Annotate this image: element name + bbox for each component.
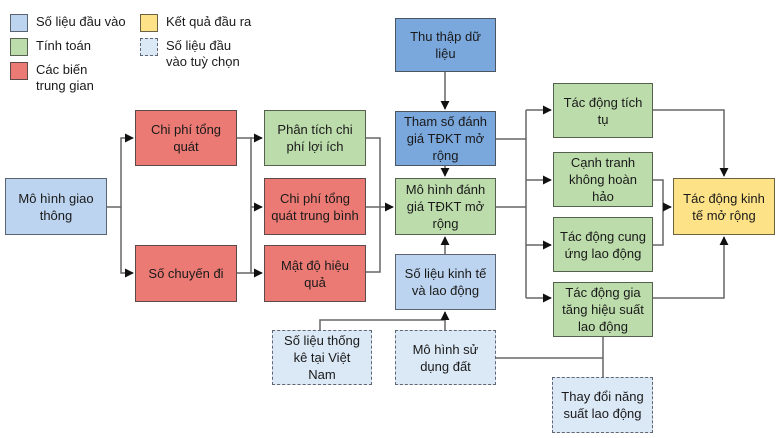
node-transport-model: Mô hình giao thông xyxy=(5,178,107,235)
node-cost-benefit: Phân tích chi phí lợi ích xyxy=(264,110,366,166)
node-label: Cạnh tranh không hoàn hảo xyxy=(569,155,637,204)
node-label: Chi phí tổng quát trung bình xyxy=(271,190,359,223)
legend-swatch-output xyxy=(140,14,158,32)
node-label: Mô hình giao thông xyxy=(18,190,94,223)
node-wider-economic-impacts: Tác động kinh tế mở rộng xyxy=(673,178,775,235)
node-wei-model: Mô hình đánh giá TĐKT mở rộng xyxy=(395,178,496,235)
legend-output: Kết quả đầu ra xyxy=(140,14,251,32)
node-data-collection: Thu thập dữ liệu xyxy=(395,18,496,72)
node-imperfect-competition: Cạnh tranh không hoàn hảo xyxy=(553,152,653,207)
node-vn-statistics: Số liệu thống kê tại Việt Nam xyxy=(272,330,372,385)
node-label: Mô hình đánh giá TĐKT mở rộng xyxy=(405,182,486,231)
edge-competition-supply xyxy=(653,179,664,246)
node-wei-parameters: Tham số đánh giá TĐKT mở rộng xyxy=(395,111,496,166)
legend-label: Số liệu đầu vào xyxy=(36,14,126,29)
edge-transport-to-cost xyxy=(107,133,134,208)
node-label: Số liệu thống kê tại Việt Nam xyxy=(284,333,360,382)
node-productivity-change: Thay đổi năng suất lao động xyxy=(552,377,653,433)
node-label: Tác động cung ứng lao động xyxy=(560,228,647,261)
node-labour-supply: Tác động cung ứng lao động xyxy=(553,217,653,272)
legend-label: Tính toán xyxy=(36,38,91,53)
node-label: Mô hình sử dụng đất xyxy=(412,341,479,374)
node-avg-generalized-cost: Chi phí tổng quát trung bình xyxy=(264,178,366,235)
legend-label: Các biến trung gian xyxy=(36,62,94,93)
node-land-use-model: Mô hình sử dụng đất xyxy=(395,330,496,385)
node-productivity-increase: Tác động gia tăng hiệu suất lao động xyxy=(553,282,653,337)
node-label: Số liệu kinh tế và lao động xyxy=(404,266,487,298)
node-agglomeration: Tác động tích tụ xyxy=(553,83,653,138)
node-label: Thu thập dữ liệu xyxy=(410,29,481,61)
legend-swatch-optional xyxy=(140,38,158,56)
legend-swatch-intermediate xyxy=(10,62,28,80)
legend-swatch-input xyxy=(10,14,28,32)
edge-cost-bus xyxy=(236,137,252,274)
node-generalized-cost: Chi phí tổng quát xyxy=(135,110,237,166)
edge-agglom-to-output xyxy=(653,109,729,177)
edge-optional-to-econ xyxy=(319,311,450,330)
node-label: Tác động kinh tế mở rộng xyxy=(683,190,765,223)
node-label: Chi phí tổng quát xyxy=(150,122,222,154)
legend-intermediate: Các biến trung gian xyxy=(10,62,94,94)
node-label: Tác động tích tụ xyxy=(563,94,643,127)
legend-compute: Tính toán xyxy=(10,38,91,56)
node-label: Mật độ hiệu quả xyxy=(281,257,349,290)
legend-optional: Số liệu đầu vào tuỳ chọn xyxy=(140,38,240,70)
legend-label: Số liệu đầu vào tuỳ chọn xyxy=(166,38,240,69)
node-trips: Số chuyến đi xyxy=(135,245,237,302)
node-label: Tác động gia tăng hiệu suất lao động xyxy=(562,285,644,334)
legend-input: Số liệu đầu vào xyxy=(10,14,126,32)
node-label: Thay đổi năng suất lao động xyxy=(561,389,644,421)
node-label: Tham số đánh giá TĐKT mở rộng xyxy=(403,114,488,163)
legend-swatch-compute xyxy=(10,38,28,56)
node-econ-labour-data: Số liệu kinh tế và lao động xyxy=(395,254,496,310)
legend-label: Kết quả đầu ra xyxy=(166,14,252,29)
edge-transport-to-trips xyxy=(120,207,134,278)
edge-productivity-to-output xyxy=(653,236,729,299)
node-label: Số chuyến đi xyxy=(148,266,224,281)
edge-cba-bus xyxy=(366,137,381,273)
node-effective-density: Mật độ hiệu quả xyxy=(264,245,366,302)
node-label: Phân tích chi phí lợi ích xyxy=(277,122,353,154)
